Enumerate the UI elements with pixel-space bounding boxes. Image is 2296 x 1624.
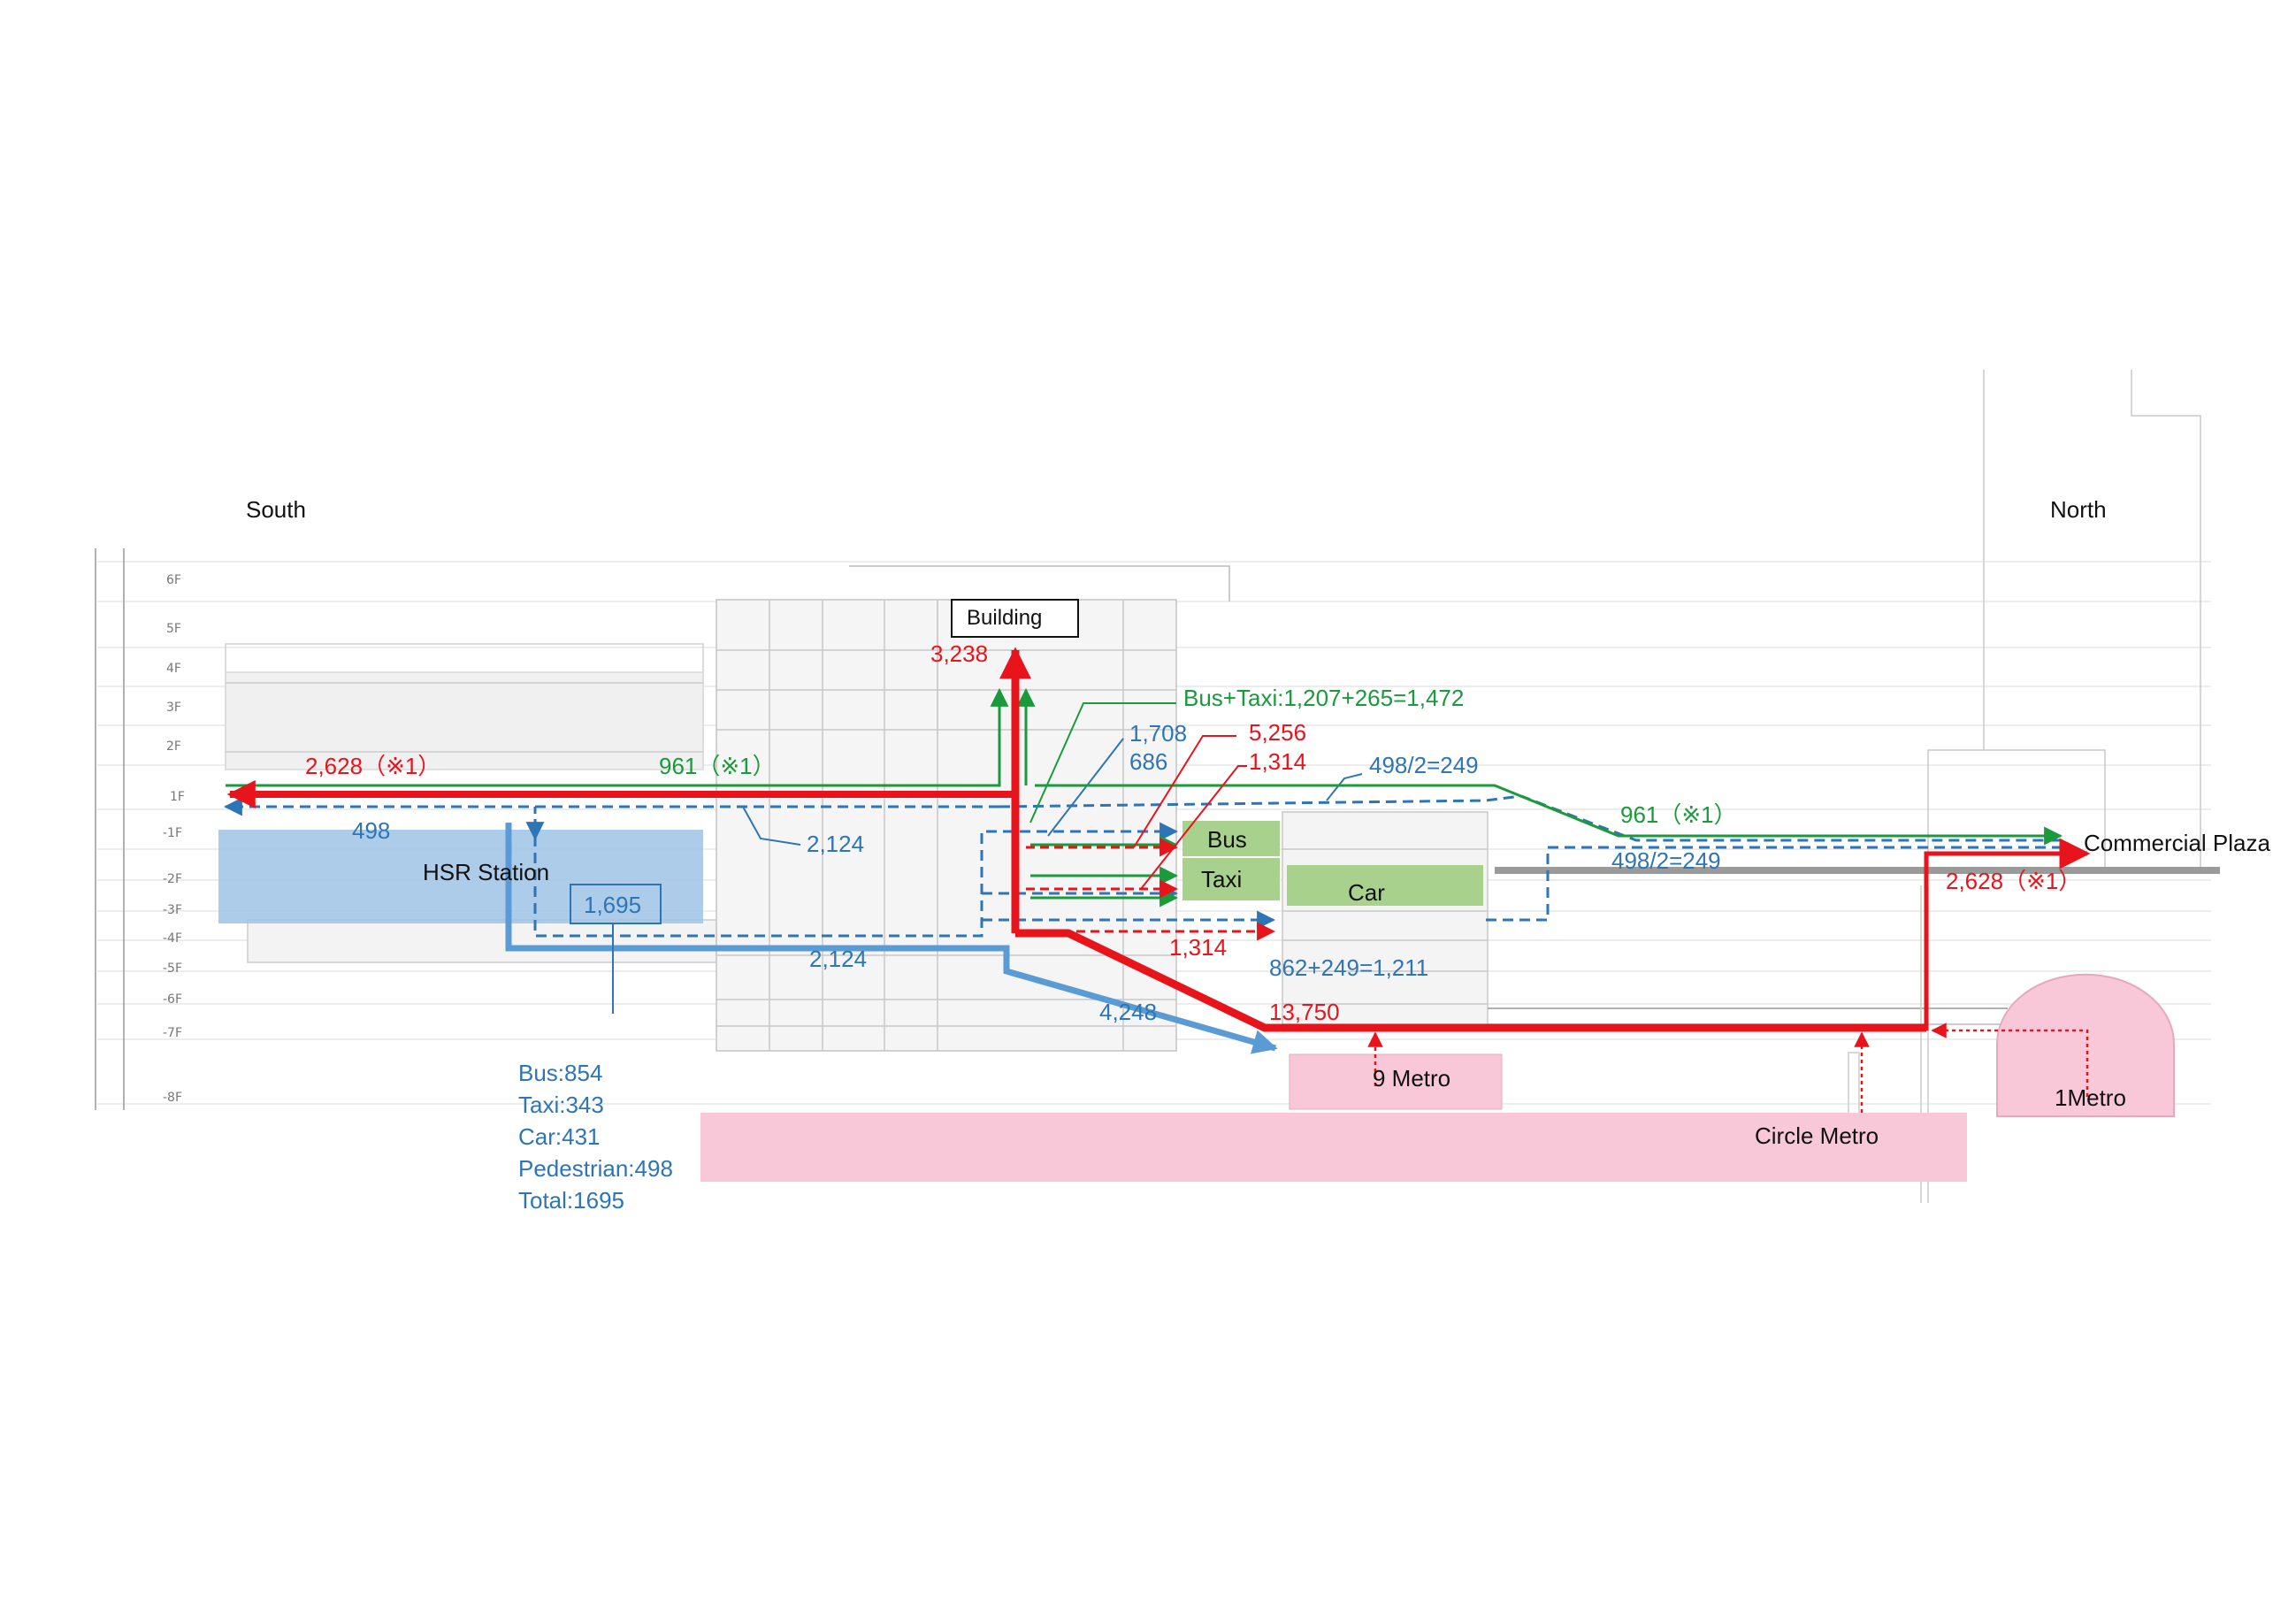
breakdown-total: Total:1695 bbox=[518, 1187, 624, 1214]
flow-south-red: 2,628（※1） bbox=[305, 753, 440, 779]
metro1-tunnel bbox=[1996, 973, 2175, 1117]
red-flows bbox=[226, 647, 2091, 1113]
flow-bus-taxi: Bus+Taxi:1,207+265=1,472 bbox=[1183, 685, 1464, 711]
flow-north-red: 2,628（※1） bbox=[1946, 868, 2081, 894]
flow-value-labels: 3,238 2,628（※1） 961（※1） 498 Bus+Taxi:1,2… bbox=[305, 640, 2081, 1025]
flow-north-green: 961（※1） bbox=[1620, 801, 1737, 828]
flow-south-blue: 498 bbox=[352, 817, 390, 844]
hsr-station-label: HSR Station bbox=[423, 859, 549, 885]
flow-2124-top: 2,124 bbox=[807, 831, 864, 857]
breakdown-bus: Bus:854 bbox=[518, 1060, 602, 1086]
floor-label: 3F bbox=[166, 701, 181, 715]
breakdown-list: Bus:854 Taxi:343 Car:431 Pedestrian:498 … bbox=[518, 1060, 673, 1214]
floor-label: 4F bbox=[166, 662, 181, 676]
floor-label: -3F bbox=[163, 903, 182, 917]
flow-north-blue: 498/2=249 bbox=[1611, 847, 1721, 874]
flow-1708: 1,708 bbox=[1129, 720, 1187, 747]
metro9-label: 9 Metro bbox=[1373, 1065, 1450, 1092]
flow-building-up: 3,238 bbox=[930, 640, 988, 667]
circle-metro-zone bbox=[700, 1113, 1967, 1182]
hsr-station-zone bbox=[218, 830, 703, 923]
flow-2124-bottom: 2,124 bbox=[809, 946, 867, 972]
place-labels: South North Building HSR Station Bus Tax… bbox=[246, 496, 2270, 1149]
floor-label: 5F bbox=[166, 622, 181, 636]
car-zone bbox=[1287, 865, 1483, 906]
floor-label: 1F bbox=[170, 790, 185, 804]
circle-metro-label: Circle Metro bbox=[1755, 1122, 1879, 1149]
floor-label: 6F bbox=[166, 573, 181, 587]
building-box bbox=[951, 599, 1079, 638]
blue-flows bbox=[223, 738, 2070, 1054]
floor-label: -1F bbox=[163, 826, 182, 840]
floor-label: -6F bbox=[163, 992, 182, 1007]
floor-label: 2F bbox=[166, 739, 181, 754]
floor-label: -8F bbox=[163, 1091, 182, 1105]
breakdown-car: Car:431 bbox=[518, 1123, 601, 1150]
green-flows bbox=[226, 687, 2063, 908]
building-label: Building bbox=[967, 606, 1042, 630]
floor-label: -4F bbox=[163, 931, 182, 946]
south-label: South bbox=[246, 496, 306, 523]
metro1-label: 1Metro bbox=[2055, 1084, 2126, 1111]
floor-labels: 6F 5F 4F 3F 2F 1F -1F -2F -3F -4F -5F -6… bbox=[163, 573, 185, 1105]
breakdown-taxi: Taxi:343 bbox=[518, 1092, 604, 1118]
floor-label: -7F bbox=[163, 1026, 182, 1040]
car-label: Car bbox=[1348, 879, 1385, 906]
bus-label: Bus bbox=[1207, 826, 1247, 853]
flow-498-2-top: 498/2=249 bbox=[1369, 752, 1479, 778]
flow-4248: 4,248 bbox=[1099, 999, 1157, 1025]
floor-label: -2F bbox=[163, 872, 182, 886]
flow-13750: 13,750 bbox=[1269, 999, 1340, 1025]
taxi-label: Taxi bbox=[1201, 866, 1242, 892]
flow-1314-top: 1,314 bbox=[1249, 748, 1306, 775]
breakdown-pedestrian: Pedestrian:498 bbox=[518, 1155, 673, 1182]
bus-zone bbox=[1182, 821, 1280, 856]
flow-862: 862+249=1,211 bbox=[1269, 954, 1428, 981]
flow-1695: 1,695 bbox=[584, 892, 641, 918]
north-label: North bbox=[2050, 496, 2107, 523]
metro9-zone bbox=[1289, 1053, 1503, 1110]
flow-south-green: 961（※1） bbox=[659, 753, 776, 779]
flow-686: 686 bbox=[1129, 748, 1167, 775]
taxi-zone bbox=[1182, 858, 1280, 900]
flow-5256: 5,256 bbox=[1249, 719, 1306, 746]
floor-label: -5F bbox=[163, 961, 182, 976]
flow-1314-bottom: 1,314 bbox=[1169, 934, 1227, 961]
commercial-plaza-label: Commercial Plaza bbox=[2084, 830, 2270, 856]
